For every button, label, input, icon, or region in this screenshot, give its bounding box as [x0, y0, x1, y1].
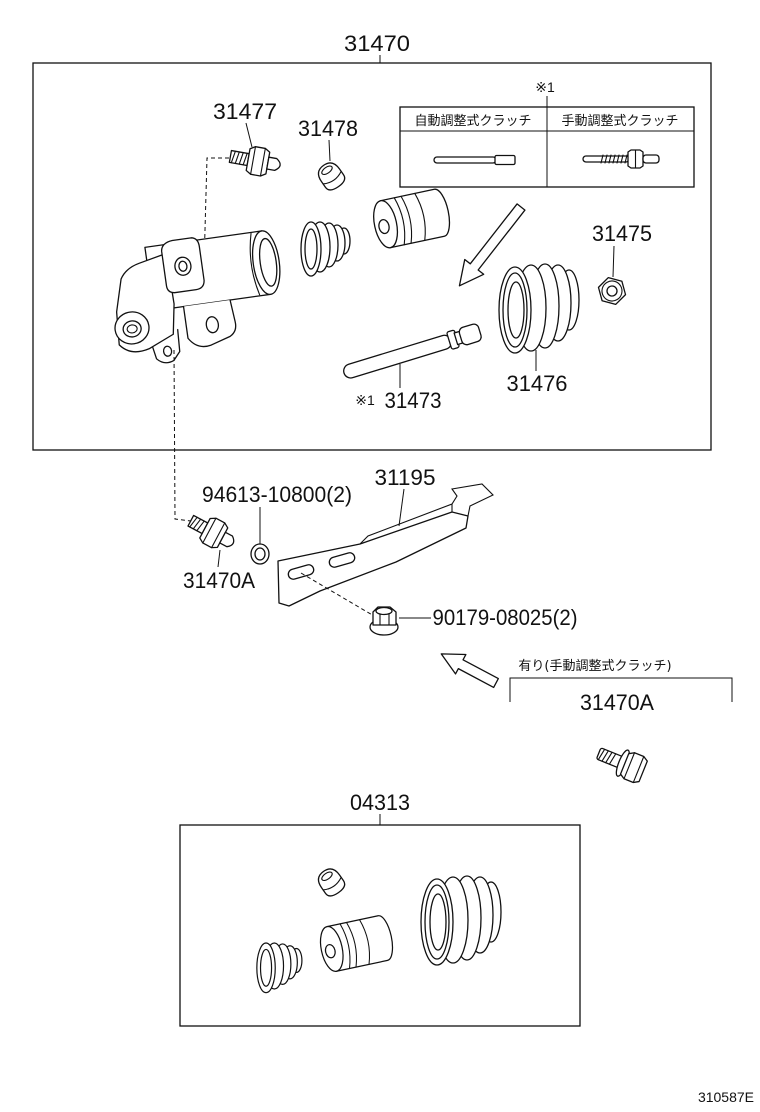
option-bolt-head	[619, 752, 648, 784]
inlet-port-hole	[122, 320, 142, 338]
fitting-nipple	[219, 531, 235, 548]
bleeder-cap-31478	[313, 158, 349, 194]
cylinder-bore	[258, 237, 278, 287]
callout-repair-kit[interactable]: 04313	[350, 790, 410, 815]
leader-31470A-fitting	[217, 549, 221, 568]
bleeder-plug-hex-edges	[250, 146, 266, 177]
cylinder-rim-ring	[249, 232, 261, 296]
kit-small-boot	[256, 942, 303, 994]
callout-31475[interactable]: 31475	[592, 221, 652, 246]
bleeder-plug-thread-lines	[230, 150, 248, 166]
bleeder-plug-nipple	[266, 156, 281, 172]
boot-31476	[498, 263, 580, 354]
bracket-plate	[277, 511, 469, 607]
push-rod-auto-end	[494, 154, 516, 166]
nut-chamfer	[601, 280, 623, 302]
push-rod-tip	[458, 323, 482, 346]
callout-90179[interactable]: 90179-08025(2)	[433, 605, 578, 630]
fitting-thread-lines	[189, 516, 205, 532]
option-note: 有り(手動調整式クラッチ)	[518, 659, 671, 674]
bleeder-plug-hex	[245, 146, 271, 177]
variant-header-manual: 手動調整式クラッチ	[561, 114, 678, 129]
release-cylinder-assy-frame	[32, 62, 712, 451]
inlet-port-hole-inner	[126, 324, 138, 334]
callout-release-cylinder-assy[interactable]: 31470	[344, 31, 410, 56]
leader-31477	[245, 122, 253, 148]
arrow-up-left-icon	[440, 653, 499, 689]
variant-table: 自動調整式クラッチ 手動調整式クラッチ	[399, 106, 695, 188]
assembly-line-union	[173, 349, 192, 522]
gasket-94613	[250, 543, 270, 565]
illustration-code: 310587E	[698, 1089, 754, 1105]
callout-31476[interactable]: 31476	[507, 371, 568, 396]
callout-31478[interactable]: 31478	[298, 116, 358, 141]
arrow-down-left-icon	[458, 203, 526, 287]
release-cylinder-body	[114, 230, 281, 364]
leader-31195	[398, 488, 405, 527]
gasket-inner	[254, 547, 266, 561]
variant-header-auto: 自動調整式クラッチ	[414, 114, 531, 129]
assembly-line-bolt	[300, 572, 375, 617]
callout-31470A-option[interactable]: 31470A	[580, 690, 654, 715]
bleeder-plug-31477	[228, 146, 281, 177]
kit-piston	[316, 913, 397, 975]
push-rod-auto-shaft	[433, 156, 497, 164]
kit-large-boot	[420, 875, 502, 966]
push-rod-manual-variant	[582, 149, 660, 169]
leader-31475	[612, 245, 615, 278]
mounting-lug-small-hole	[162, 345, 173, 357]
option-bolt-thread	[597, 748, 617, 765]
fitting-31470A	[187, 514, 235, 549]
push-rod-auto-variant	[433, 154, 516, 166]
flange-nut-top	[375, 606, 393, 616]
nut-hole	[606, 285, 618, 297]
mounting-lug-hole	[205, 316, 220, 334]
flange-nut-90179	[369, 606, 399, 636]
piston	[369, 186, 454, 251]
nut-31475	[597, 276, 627, 306]
callout-31470A-fitting[interactable]: 31470A	[183, 568, 255, 593]
bracket-lip	[359, 483, 494, 545]
callout-31473[interactable]: 31473	[385, 388, 442, 413]
fitting-hex-edges	[202, 517, 226, 549]
note-mark-table: ※1	[535, 79, 555, 95]
push-rod-manual-thread	[600, 154, 628, 164]
push-rod-manual-tip	[642, 154, 660, 164]
small-boot	[300, 221, 351, 277]
bleeder-boss-hole-inner	[178, 260, 188, 272]
leader-31478	[328, 139, 331, 162]
callout-31195[interactable]: 31195	[375, 465, 436, 490]
bracket-slot	[287, 564, 315, 580]
note-mark-push-rod: ※1	[355, 392, 375, 408]
option-bolt-31470A	[596, 747, 648, 784]
bracket-31195	[277, 483, 494, 607]
repair-kit-frame	[179, 824, 581, 1027]
push-rod-31473	[343, 323, 482, 379]
option-bolt-head-edges	[623, 752, 645, 784]
bracket-slot	[328, 552, 356, 568]
callout-31477[interactable]: 31477	[213, 99, 277, 124]
kit-cap	[313, 864, 349, 900]
callout-94613[interactable]: 94613-10800(2)	[202, 482, 352, 507]
push-rod-shaft	[343, 334, 453, 379]
option-bracket-line	[509, 677, 733, 702]
